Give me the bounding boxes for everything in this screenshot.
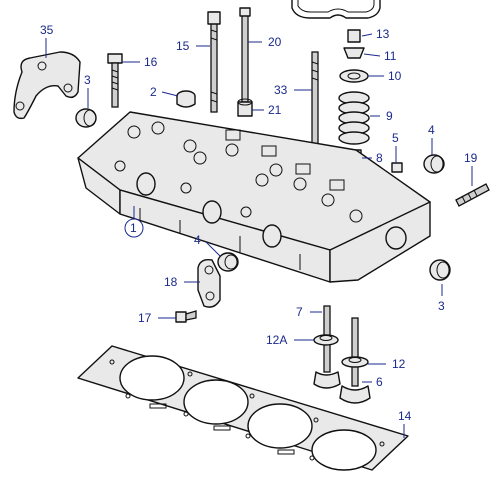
callout-13: 13 bbox=[376, 27, 390, 41]
valve-cover-gasket-fragment bbox=[291, 0, 381, 19]
callout-8: 8 bbox=[376, 151, 383, 165]
port-bore bbox=[385, 226, 407, 250]
bolt-16 bbox=[107, 53, 123, 108]
callout-4-lower: 4 bbox=[194, 233, 201, 247]
callout-5: 5 bbox=[392, 131, 399, 145]
callout-labels: 35 16 15 20 13 11 10 3 2 33 21 9 5 4 8 1… bbox=[40, 23, 478, 423]
callout-21: 21 bbox=[268, 103, 282, 117]
valve-seat-12A bbox=[313, 334, 339, 346]
valve-seat-12 bbox=[341, 356, 369, 368]
valve-keepers-11 bbox=[343, 47, 365, 59]
cup-plug-4-lower bbox=[217, 252, 239, 272]
plug-3-top bbox=[75, 108, 97, 128]
callout-12: 12 bbox=[392, 357, 406, 371]
callout-14: 14 bbox=[398, 409, 412, 423]
callout-11: 11 bbox=[384, 49, 397, 63]
callout-15: 15 bbox=[176, 39, 190, 53]
stud-15 bbox=[207, 11, 221, 113]
port-bore bbox=[262, 224, 282, 248]
lifting-eye-bracket bbox=[13, 51, 81, 120]
intake-valve-7 bbox=[313, 305, 341, 389]
cylinder-head bbox=[77, 111, 431, 283]
callout-3-lower: 3 bbox=[438, 299, 445, 313]
spring-retainer-10 bbox=[339, 69, 369, 83]
bracket-18 bbox=[197, 258, 221, 308]
leader-lines bbox=[45, 33, 473, 438]
small-plug-5 bbox=[391, 162, 403, 173]
callout-12A: 12A bbox=[266, 333, 287, 347]
callout-circle-1 bbox=[124, 218, 144, 238]
head-gasket-14 bbox=[77, 345, 409, 471]
screw-17 bbox=[175, 310, 197, 323]
plug-3-lower bbox=[429, 259, 451, 281]
stud-19 bbox=[455, 183, 490, 207]
callout-10: 10 bbox=[388, 69, 402, 83]
callout-33: 33 bbox=[274, 83, 288, 97]
cup-plug-2 bbox=[176, 90, 196, 108]
callout-7: 7 bbox=[296, 305, 303, 319]
long-stud-20 bbox=[239, 7, 251, 103]
callout-16: 16 bbox=[144, 55, 158, 69]
port-bore bbox=[136, 172, 156, 196]
callout-4-right: 4 bbox=[428, 123, 435, 137]
valve-cap-13 bbox=[347, 29, 361, 43]
callout-6: 6 bbox=[376, 375, 383, 389]
port-bore bbox=[202, 200, 222, 224]
callout-20: 20 bbox=[268, 35, 282, 49]
exhaust-valve-6 bbox=[339, 317, 371, 404]
callout-1: 1 bbox=[130, 221, 137, 235]
callout-2: 2 bbox=[150, 85, 157, 99]
callout-17: 17 bbox=[138, 311, 152, 325]
callout-3-top: 3 bbox=[84, 73, 91, 87]
valve-spring-9 bbox=[338, 91, 370, 145]
callout-35: 35 bbox=[40, 23, 54, 37]
valve-spring-assembly bbox=[338, 29, 370, 167]
sleeve-21 bbox=[237, 98, 253, 117]
cup-plug-4-right bbox=[423, 154, 445, 174]
callout-19: 19 bbox=[464, 151, 478, 165]
callout-18: 18 bbox=[164, 275, 178, 289]
callout-9: 9 bbox=[386, 109, 393, 123]
